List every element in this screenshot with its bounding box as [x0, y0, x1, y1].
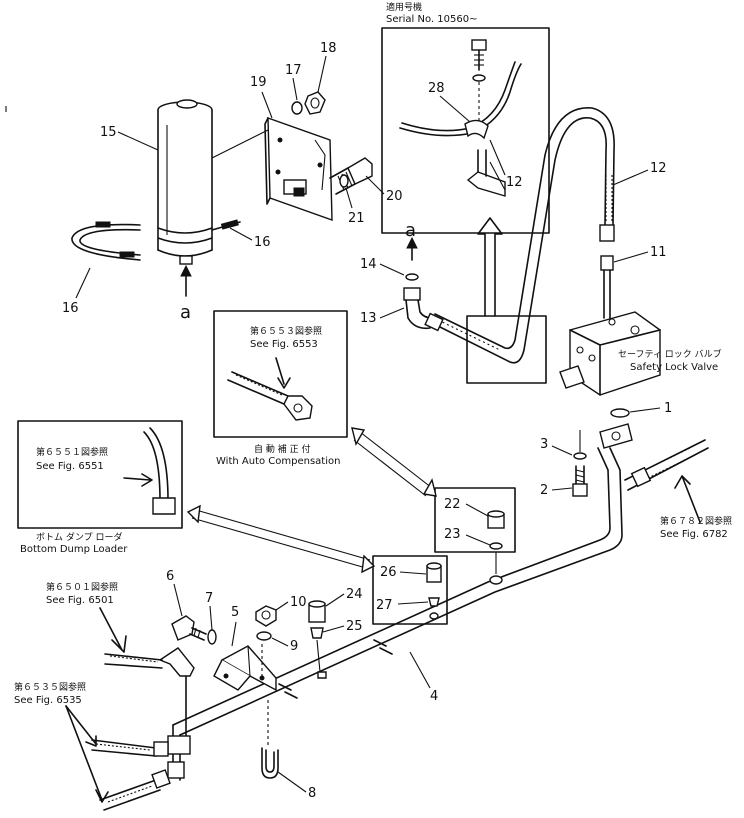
- safety-lock-valve: [559, 311, 661, 396]
- arrow-to-serial-inset: [477, 217, 503, 317]
- hose-12: [424, 107, 615, 364]
- label-9: 9: [290, 639, 298, 654]
- nut-18: [304, 91, 326, 115]
- label-27: 27: [376, 598, 393, 613]
- inset-auto-compensation-box: [213, 310, 348, 438]
- label-11: 11: [650, 245, 667, 260]
- ref-6782-jp: 第６７８２図参照: [660, 515, 732, 527]
- label-13: 13: [360, 311, 377, 326]
- elbow-fitting-6501: [104, 647, 195, 741]
- inset-parts-26-27-box: [372, 555, 448, 625]
- washer-17: [291, 101, 303, 115]
- label-22: 22: [444, 497, 461, 512]
- inset-parts-22-23-box: [434, 487, 516, 553]
- elbow-13: [403, 287, 433, 330]
- accumulator-15: [157, 99, 213, 265]
- plug-22: [487, 510, 505, 529]
- o-ring-1: [610, 408, 630, 418]
- o-ring-23: [489, 542, 503, 550]
- washer-7: [207, 629, 217, 645]
- label-20: 20: [386, 189, 403, 204]
- u-clamp-8: [261, 700, 279, 779]
- nut-10: [255, 605, 277, 627]
- inset-serial-en: Serial No. 10560~: [386, 14, 477, 25]
- label-17: 17: [285, 63, 302, 78]
- hose-6535-lower: [99, 769, 171, 811]
- label-19: 19: [250, 75, 267, 90]
- label-3: 3: [540, 437, 548, 452]
- inset-bottom-dump-box: [17, 420, 183, 529]
- bottom-dump-en: Bottom Dump Loader: [20, 544, 128, 555]
- label-23: 23: [444, 527, 461, 542]
- o-ring-14: [405, 273, 419, 281]
- hose-6535-upper: [91, 739, 169, 757]
- bolt-28-inset: [471, 39, 487, 130]
- clamp-28: [464, 119, 489, 140]
- label-18: 18: [320, 41, 337, 56]
- ref-6501-jp: 第６５０１図参照: [46, 581, 118, 593]
- bolt-2: [572, 465, 588, 497]
- fitting-11: [600, 255, 614, 319]
- label-5: 5: [231, 605, 239, 620]
- sleeve-25: [310, 627, 327, 679]
- ref-6553-en: See Fig. 6553: [250, 339, 318, 350]
- label-25: 25: [346, 619, 363, 634]
- label-12: 12: [650, 161, 667, 176]
- inset-hose: [401, 61, 516, 132]
- inset-serial-box: [381, 27, 550, 234]
- ref-6551-en: See Fig. 6551: [36, 461, 104, 472]
- bracket-plate-19: [211, 116, 333, 222]
- auto-comp-hose: [227, 371, 313, 421]
- nut-24: [308, 600, 326, 623]
- label-28: 28: [428, 81, 445, 96]
- double-arrow-bottom-dump: [186, 504, 376, 574]
- letter-a-top: a: [405, 220, 416, 241]
- tee-block: [167, 735, 191, 779]
- label-8: 8: [308, 786, 316, 801]
- bolt-6: [171, 615, 207, 641]
- auto-comp-en: With Auto Compensation: [216, 456, 340, 467]
- safety-valve-jp: セーフティ ロック バルブ: [618, 348, 722, 360]
- label-1: 1: [664, 401, 672, 416]
- hose-6782: [630, 447, 694, 488]
- washer-3: [573, 452, 587, 460]
- label-10: 10: [290, 595, 307, 610]
- label-4: 4: [430, 689, 438, 704]
- detail-window-box: [466, 315, 547, 384]
- label-14: 14: [360, 257, 377, 272]
- nut-26: [426, 562, 442, 583]
- label-16-left: 16: [62, 301, 79, 316]
- port-boss-26: [429, 612, 439, 620]
- bottom-dump-hose: [143, 427, 176, 515]
- bottom-dump-jp: ボトム ダンプ ローダ: [36, 531, 122, 543]
- auto-comp-jp: 自 動 補 正 付: [254, 443, 310, 455]
- label-2: 2: [540, 483, 548, 498]
- bracket-5: [213, 644, 277, 692]
- label-26: 26: [380, 565, 397, 580]
- label-6: 6: [166, 569, 174, 584]
- ref-6535-en: See Fig. 6535: [14, 695, 82, 706]
- letter-a-bottom: a: [180, 302, 191, 323]
- double-arrow-auto-comp: [351, 427, 437, 497]
- washer-9: [256, 631, 272, 641]
- safety-valve-en: Safety Lock Valve: [630, 362, 718, 373]
- label-12-inset: 12: [506, 175, 523, 190]
- ref-6551-jp: 第６５５１図参照: [36, 446, 108, 458]
- label-7: 7: [205, 591, 213, 606]
- label-16-right: 16: [254, 235, 271, 250]
- label-21: 21: [348, 211, 365, 226]
- label-15: 15: [100, 125, 117, 140]
- bolt-20: [329, 157, 373, 195]
- ref-6535-jp: 第６５３５図参照: [14, 681, 86, 693]
- inset-serial-jp: 適用号機: [386, 1, 422, 13]
- port-boss-22: [489, 552, 503, 585]
- strap-16: [71, 219, 241, 261]
- washer-21: [339, 174, 349, 188]
- ref-6553-jp: 第６５５３図参照: [250, 325, 322, 337]
- label-24: 24: [346, 587, 363, 602]
- ref-6782-en: See Fig. 6782: [660, 529, 728, 540]
- sleeve-27: [428, 597, 440, 607]
- ref-6501-en: See Fig. 6501: [46, 595, 114, 606]
